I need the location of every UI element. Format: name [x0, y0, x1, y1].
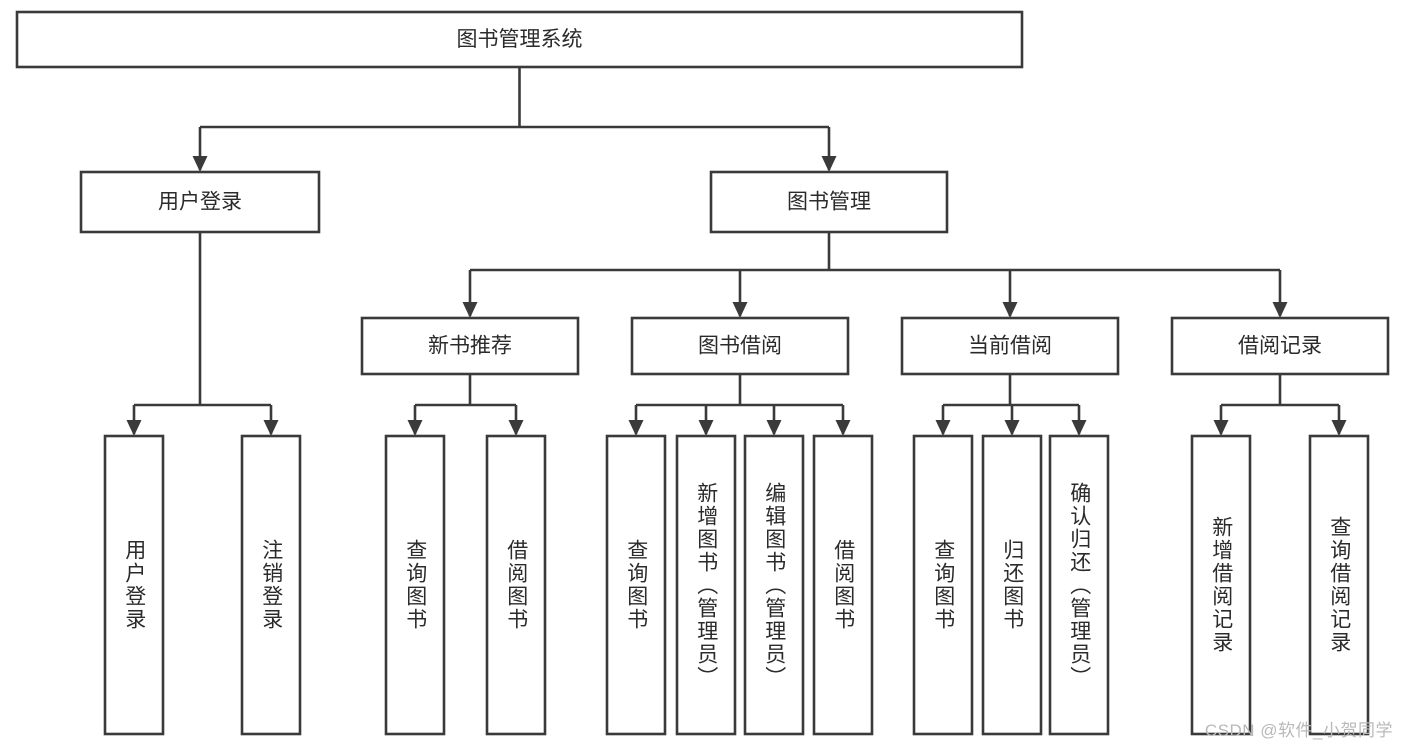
leaf-node-8-rect	[912, 434, 974, 736]
leaf-node-0[interactable]	[103, 434, 165, 736]
level1-node-0[interactable]	[79, 170, 321, 234]
arrow-down-icon	[835, 420, 851, 436]
leaf-node-5-rect	[675, 434, 737, 736]
root-node-book-management-system-rect	[15, 10, 1024, 69]
arrow-down-icon	[192, 156, 208, 172]
level2-node-1[interactable]	[630, 316, 850, 376]
arrow-down-icon	[1272, 302, 1288, 318]
leaf-node-11-rect	[1190, 434, 1252, 736]
leaf-node-12[interactable]	[1308, 434, 1370, 736]
level2-node-0-rect	[360, 316, 580, 376]
arrow-down-icon	[935, 420, 951, 436]
arrow-down-icon	[1331, 420, 1347, 436]
arrow-down-icon	[732, 302, 748, 318]
level2-node-0[interactable]	[360, 316, 580, 376]
arrow-down-icon	[263, 420, 279, 436]
level2-node-1-label: 图书借阅	[698, 335, 782, 358]
leaf-node-4[interactable]	[605, 434, 667, 736]
leaf-node-1-rect	[240, 434, 302, 736]
level1-node-0-rect	[79, 170, 321, 234]
level2-node-3-label: 借阅记录	[1238, 335, 1322, 358]
leaf-node-12-rect	[1308, 434, 1370, 736]
level2-node-3[interactable]	[1170, 316, 1390, 376]
level2-node-2-label: 当前借阅	[968, 335, 1052, 358]
root-node-book-management-system-label: 图书管理系统	[457, 28, 583, 51]
level2-node-1-rect	[630, 316, 850, 376]
connector-layer	[126, 67, 1347, 436]
leaf-node-5[interactable]	[675, 434, 737, 736]
leaf-node-4-rect	[605, 434, 667, 736]
leaf-node-9[interactable]	[981, 434, 1043, 736]
level1-node-0-label: 用户登录	[158, 191, 242, 214]
arrow-down-icon	[126, 420, 142, 436]
box-layer	[15, 10, 1390, 736]
arrow-down-icon	[508, 420, 524, 436]
leaf-node-3[interactable]	[485, 434, 547, 736]
leaf-node-11[interactable]	[1190, 434, 1252, 736]
arrow-down-icon	[821, 156, 837, 172]
arrow-down-icon	[1071, 420, 1087, 436]
level1-node-1[interactable]	[709, 170, 949, 234]
leaf-node-3-rect	[485, 434, 547, 736]
arrow-down-icon	[766, 420, 782, 436]
level1-node-1-label: 图书管理	[787, 191, 871, 214]
level2-node-0-label: 新书推荐	[428, 335, 512, 358]
leaf-node-2[interactable]	[384, 434, 446, 736]
leaf-node-1[interactable]	[240, 434, 302, 736]
arrow-down-icon	[1213, 420, 1229, 436]
leaf-node-9-rect	[981, 434, 1043, 736]
arrow-down-icon	[1004, 420, 1020, 436]
leaf-node-7-rect	[812, 434, 874, 736]
level2-node-3-rect	[1170, 316, 1390, 376]
leaf-node-0-rect	[103, 434, 165, 736]
leaf-node-6-rect	[743, 434, 805, 736]
leaf-node-8[interactable]	[912, 434, 974, 736]
arrow-down-icon	[1002, 302, 1018, 318]
leaf-node-2-rect	[384, 434, 446, 736]
arrow-down-icon	[407, 420, 423, 436]
level1-node-1-rect	[709, 170, 949, 234]
leaf-node-6[interactable]	[743, 434, 805, 736]
leaf-node-10-rect	[1048, 434, 1110, 736]
arrow-down-icon	[628, 420, 644, 436]
leaf-node-7[interactable]	[812, 434, 874, 736]
level2-node-2-rect	[900, 316, 1120, 376]
arrow-down-icon	[462, 302, 478, 318]
leaf-node-10[interactable]	[1048, 434, 1110, 736]
level2-node-2[interactable]	[900, 316, 1120, 376]
root-node-book-management-system[interactable]	[15, 10, 1024, 69]
csdn-watermark: CSDN @软件_小贺同学	[1204, 721, 1393, 740]
arrow-down-icon	[698, 420, 714, 436]
